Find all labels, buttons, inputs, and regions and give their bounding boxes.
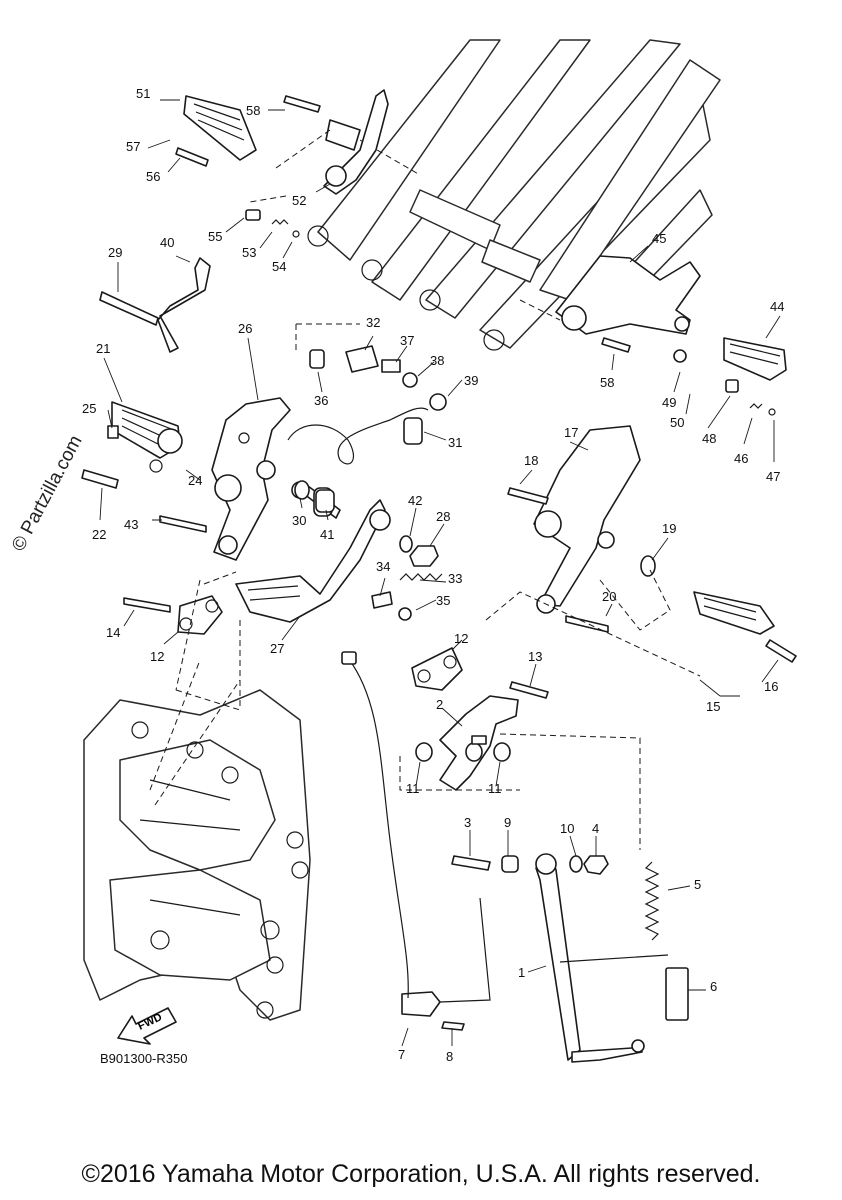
callout-11-left: 11 [406, 781, 420, 796]
callout-54: 54 [272, 259, 287, 274]
callout-58: 58 [246, 103, 261, 118]
callout-58-right: 58 [600, 375, 615, 390]
copyright-notice: ©2016 Yamaha Motor Corporation, U.S.A. A… [81, 1160, 761, 1188]
callout-1: 1 [518, 965, 526, 980]
callout-31: 31 [448, 435, 463, 450]
callout-51: 51 [136, 86, 151, 101]
callout-29: 29 [108, 245, 123, 260]
callout-19: 19 [662, 521, 677, 536]
callout-12-left: 12 [150, 649, 165, 664]
callout-50: 50 [670, 415, 685, 430]
callout-35: 35 [436, 593, 451, 608]
callout-4: 4 [592, 821, 600, 836]
callout-10: 10 [560, 821, 575, 836]
callout-18: 18 [524, 453, 539, 468]
callout-22: 22 [92, 527, 107, 542]
callout-11-right: 11 [488, 781, 502, 796]
callout-9: 9 [504, 815, 512, 830]
callout-5: 5 [694, 877, 702, 892]
fwd-arrow-icon: FWD [117, 1007, 177, 1045]
callout-15: 15 [706, 699, 721, 714]
callout-55: 55 [208, 229, 223, 244]
callout-46: 46 [734, 451, 749, 466]
callout-16: 16 [764, 679, 779, 694]
callout-43: 43 [124, 517, 139, 532]
callout-45: 45 [652, 231, 667, 246]
callout-40: 40 [160, 235, 175, 250]
main-frame [83, 659, 311, 1021]
diagram-code: B901300-R350 [100, 1051, 188, 1066]
callout-26: 26 [238, 321, 253, 336]
callout-8: 8 [446, 1049, 454, 1064]
rear-subframe [307, 39, 721, 351]
callout-38: 38 [430, 353, 445, 368]
callout-53: 53 [242, 245, 257, 260]
callout-20: 20 [602, 589, 617, 604]
callout-37: 37 [400, 333, 415, 348]
callout-41: 41 [320, 527, 335, 542]
callout-32: 32 [366, 315, 381, 330]
callout-48: 48 [702, 431, 717, 446]
callout-6: 6 [710, 979, 718, 994]
callout-52: 52 [292, 193, 307, 208]
callout-30: 30 [292, 513, 307, 528]
callout-3: 3 [464, 815, 472, 830]
callout-42: 42 [408, 493, 423, 508]
callout-47: 47 [766, 469, 781, 484]
callout-33: 33 [448, 571, 463, 586]
callout-44: 44 [770, 299, 785, 314]
callout-36: 36 [314, 393, 329, 408]
callout-24: 24 [188, 473, 203, 488]
callout-39: 39 [464, 373, 479, 388]
callout-28: 28 [436, 509, 451, 524]
callout-25: 25 [82, 401, 97, 416]
callout-7: 7 [398, 1047, 406, 1062]
callout-17: 17 [564, 425, 579, 440]
callout-49: 49 [662, 395, 677, 410]
callout-57: 57 [126, 139, 141, 154]
callout-21: 21 [96, 341, 111, 356]
callout-2: 2 [436, 697, 444, 712]
callout-14: 14 [106, 625, 121, 640]
callout-13: 13 [528, 649, 543, 664]
callout-56: 56 [146, 169, 161, 184]
callout-27: 27 [270, 641, 285, 656]
callout-12-center: 12 [454, 631, 469, 646]
callout-34: 34 [376, 559, 391, 574]
